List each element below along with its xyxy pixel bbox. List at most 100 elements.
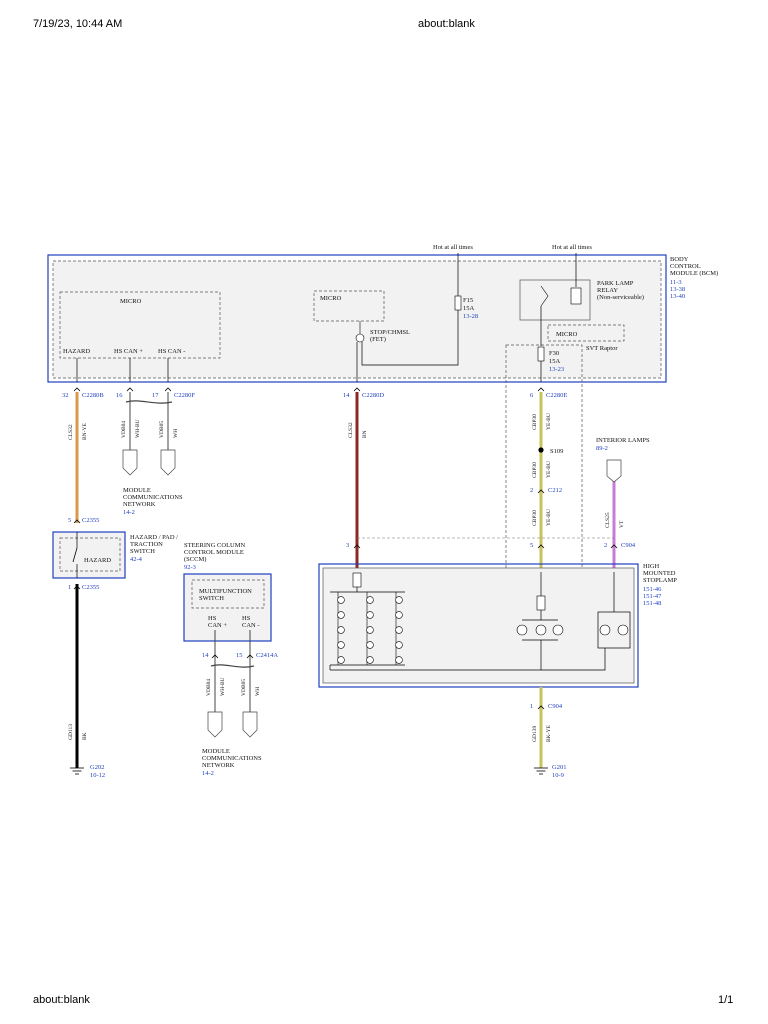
bcm-label-2: CONTROL — [670, 263, 701, 270]
wire-label-cbp30-top-b: YE-BU — [546, 413, 552, 430]
led-1-5 — [337, 656, 345, 664]
park-relay-box — [519, 279, 591, 321]
hmsl-ref-3: 151-48 — [643, 600, 661, 607]
bcm-label-3: MODULE (BCM) — [670, 270, 718, 277]
conn-c2280b: C2280B — [82, 392, 104, 399]
connector-arrow-4 — [353, 387, 361, 392]
pin-3-hmsl: 3 — [346, 542, 349, 549]
mcn2-label-2: COMMUNICATIONS — [202, 755, 262, 762]
relay-contact — [540, 285, 549, 307]
wire-label-cls25-b: VT — [619, 520, 625, 528]
led-3-1 — [395, 596, 403, 604]
sccm-can-minus-label: CAN - — [242, 622, 260, 629]
park-relay-label-3: (Non-serviceable) — [597, 294, 644, 301]
mcn1-connector-a — [122, 449, 138, 476]
splice-s109 — [538, 447, 544, 453]
led-1-3 — [337, 626, 345, 634]
hmsl-ref-2: 151-47 — [643, 593, 662, 600]
conn-c2355-bot: C2355 — [82, 584, 99, 591]
int-lamp-return — [541, 648, 606, 671]
bcm-ref-3: 13-40 — [670, 293, 685, 300]
multifunction-label-1: MULTIFUNCTION — [199, 588, 252, 595]
micro-label-1: MICRO — [120, 298, 142, 305]
stop-chmsl-label-1: STOP/CHMSL — [370, 329, 410, 336]
conn-c2280f: C2280F — [174, 392, 195, 399]
pin-5-hmsl: 5 — [530, 542, 533, 549]
hazard-pin-label: HAZARD — [63, 348, 90, 355]
wire-label-cls32-a: CLS32 — [68, 424, 74, 440]
svt-led-2 — [535, 624, 547, 636]
wire-label-vdb04b-a: VDB04 — [206, 679, 212, 696]
wire-label-cls25-a: CLS25 — [605, 512, 611, 528]
hmsl-label-2: MOUNTED — [643, 570, 676, 577]
f30-label-2: 15A — [549, 358, 561, 365]
connector-arrow-6 — [537, 489, 545, 494]
connector-arrows — [73, 387, 618, 710]
pin-1-c904: 1 — [530, 703, 533, 710]
bcm-ref-1: 11-3 — [670, 279, 682, 286]
hazard-switch-contact — [72, 547, 78, 563]
hmsl-ref-1: 151-46 — [643, 586, 662, 593]
int-lamp-bulb-2 — [617, 624, 629, 636]
connector-arrow-13 — [246, 654, 254, 659]
print-footer-url: about:blank — [33, 994, 90, 1006]
hot-label-2: Hot at all times — [552, 244, 592, 251]
connector-arrow-7 — [73, 519, 81, 524]
ground-g202: G202 — [90, 764, 104, 771]
wire-label-vdb05-b: WH — [173, 429, 179, 438]
pin-14-sccm: 14 — [202, 652, 209, 659]
relay-micro-box — [547, 324, 625, 342]
connector-arrow-14 — [537, 705, 545, 710]
f15-label-1: F15 — [463, 297, 473, 304]
led-2-2 — [366, 611, 374, 619]
hmsl-label-1: HIGH — [643, 563, 660, 570]
sccm-label-3: (SCCM) — [184, 556, 206, 563]
bcm-ref-2: 13-38 — [670, 286, 685, 293]
wire-label-cbp30-mid-b: YE-BU — [546, 461, 552, 478]
wire-label-vdb04b-b: WH-BU — [220, 677, 226, 696]
wire-label-cbp30-low-a: CBP30 — [532, 510, 538, 526]
f30-label-1: F30 — [549, 350, 559, 357]
sccm-label-2: CONTROL MODULE — [184, 549, 244, 556]
stop-chmsl-label-2: (FET) — [370, 336, 386, 343]
connector-arrow-8 — [73, 585, 81, 590]
conn-c212: C212 — [548, 487, 562, 494]
mcn1-label-2: COMMUNICATIONS — [123, 494, 183, 501]
connector-arrow-10 — [537, 544, 545, 549]
fuse-f15 — [454, 295, 462, 311]
f30-ref: 13-23 — [549, 366, 564, 373]
led-2-4 — [366, 641, 374, 649]
conn-c2414a: C2414A — [256, 652, 278, 659]
connector-arrow-1 — [73, 387, 81, 392]
stop-micro-box — [313, 290, 385, 322]
led-matrix — [337, 592, 403, 665]
ground-g201-ref: 10-9 — [552, 772, 564, 779]
led-matrix-resistor — [352, 572, 362, 588]
interior-lamps-ref: 89-2 — [596, 445, 608, 452]
interior-lamps-label: INTERIOR LAMPS — [596, 437, 650, 444]
led-3-4 — [395, 641, 403, 649]
sccm-hs-label-2: HS — [242, 615, 251, 622]
wire-label-cls32bn-b: BN — [362, 430, 368, 438]
int-lamp-bulb-1 — [599, 624, 611, 636]
led-3-5 — [395, 656, 403, 664]
connector-arrow-5 — [537, 387, 545, 392]
pin-1-hazard: 1 — [68, 584, 71, 591]
mcn1-label-1: MODULE — [123, 487, 151, 494]
wire-label-vdb04-a: VDB04 — [121, 421, 127, 438]
fet-symbol — [355, 333, 365, 343]
conn-c2280d: C2280D — [362, 392, 384, 399]
mcn2-connector-b — [242, 711, 258, 738]
relay-coil — [570, 287, 582, 305]
micro-label-2: MICRO — [320, 295, 342, 302]
led-1-1 — [337, 596, 345, 604]
ground-g202-ref: 10-12 — [90, 772, 105, 779]
wire-label-gd139-a: GD139 — [532, 726, 538, 742]
sccm-hs-label-1: HS — [208, 615, 217, 622]
wire-label-vdb05-a: VDB05 — [159, 421, 165, 438]
led-1-2 — [337, 611, 345, 619]
mcn2-label-3: NETWORK — [202, 762, 235, 769]
hmsl-box — [318, 563, 639, 688]
hazard-switch-label-3: SWITCH — [130, 548, 155, 555]
pin-15-sccm: 15 — [236, 652, 243, 659]
